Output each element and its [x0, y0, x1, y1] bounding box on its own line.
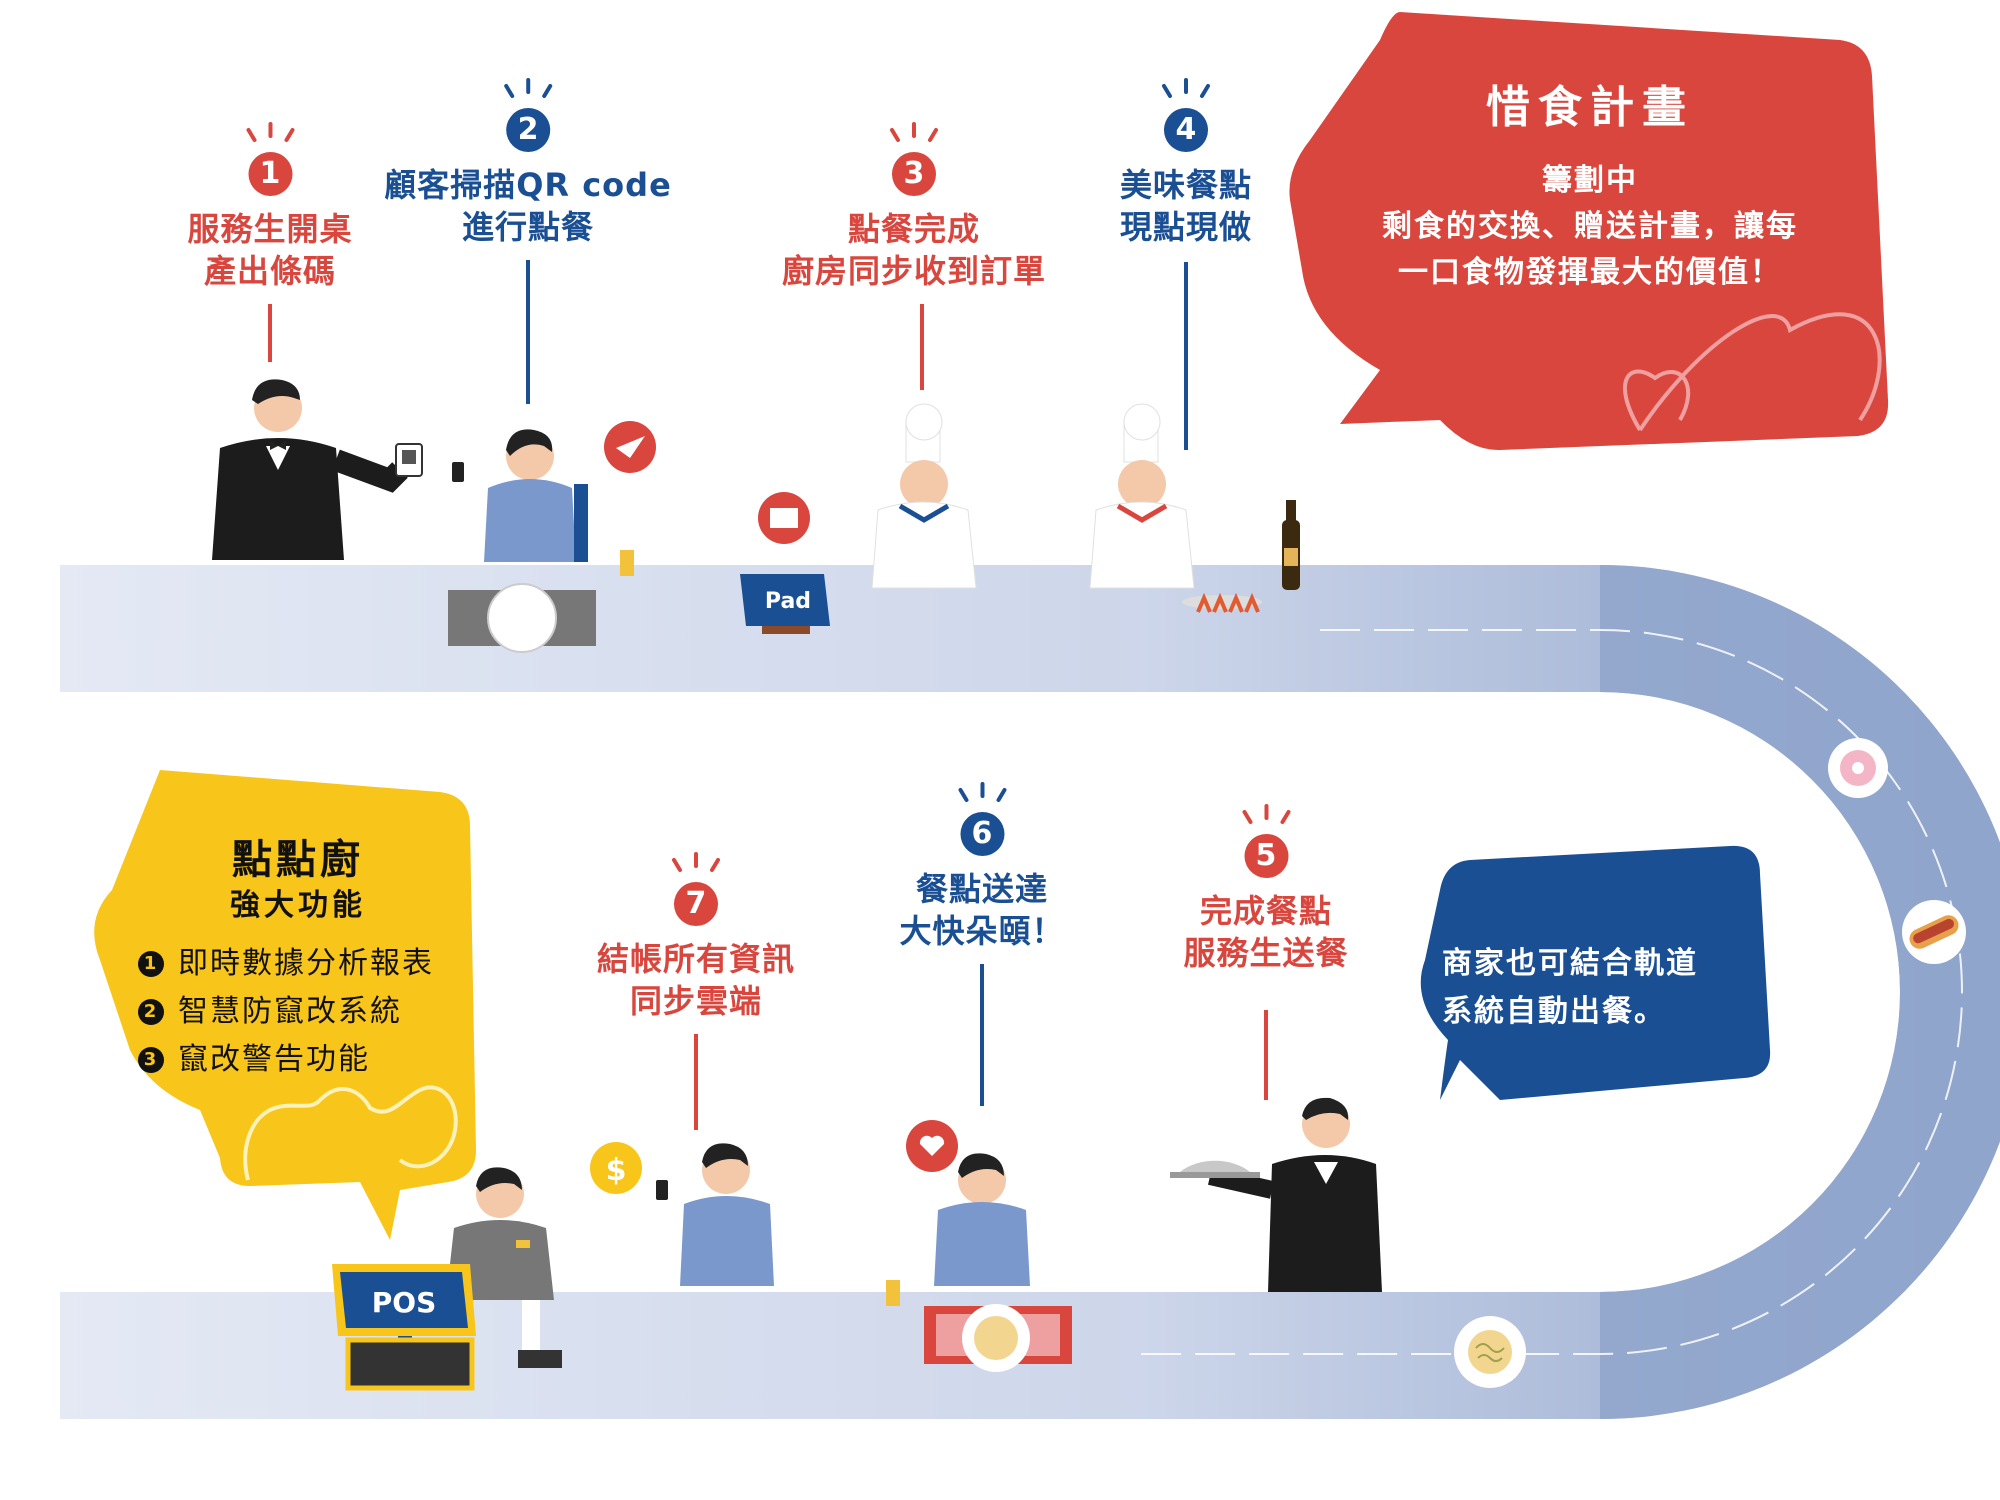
sparkle-icon: [245, 122, 294, 142]
heart-decoration-icon: [1638, 312, 1882, 432]
yellow-bubble-subtitle: 強大功能: [230, 888, 366, 923]
cashier-figure: [446, 1167, 562, 1368]
waiter-figure-1: [212, 379, 423, 560]
step-2: 2 顧客掃描QR code 進行點餐: [384, 78, 672, 248]
red-speech-bubble: [1289, 12, 1889, 451]
blue-bubble-text: 商家也可結合軌道 系統自動出餐。: [1442, 940, 1752, 1036]
step-1-line-2: 產出條碼: [203, 252, 337, 290]
hotdog-plate-icon: [1902, 900, 1966, 964]
step-number-6: 6: [957, 782, 1006, 856]
step-number-7: 7: [671, 852, 720, 926]
step-number-3: 3: [889, 122, 938, 196]
svg-text:$: $: [606, 1153, 627, 1188]
heart-decoration-small-icon: [1622, 369, 1691, 432]
red-bubble-title: 惜食計畫: [1486, 82, 1694, 133]
sparkle-icon: [957, 782, 1006, 802]
pad-device: [740, 574, 830, 626]
customer-figure-7: $: [590, 1142, 774, 1286]
red-bubble-line-2: 剩食的交換、贈送計畫，讓每: [1382, 209, 1798, 244]
track-guide-line: [1140, 629, 1963, 1355]
step-number-4: 4: [1161, 78, 1210, 152]
step-3-line-1: 點餐完成: [847, 210, 981, 248]
map-outline-decoration: [243, 1085, 458, 1181]
step-7: 7 結帳所有資訊 同步雲端: [596, 852, 796, 1022]
step-2-line-2: 進行點餐: [461, 208, 594, 246]
track-curve-shade: [1600, 565, 2000, 1419]
yellow-bubble-title: 點點廚: [232, 837, 364, 883]
blue-speech-bubble: [1420, 845, 1771, 1100]
customer-figure-6: [886, 1120, 1072, 1372]
blue-bubble-line-2: 系統自動出餐。: [1442, 994, 1666, 1029]
donut-plate-icon: [1828, 738, 1888, 798]
red-bubble-line-1: 籌劃中: [1542, 163, 1638, 198]
yellow-speech-bubble: [94, 770, 476, 1240]
step-2-line-1: 顧客掃描QR code: [384, 166, 672, 204]
feature-text-1: 即時數據分析報表: [178, 946, 434, 981]
step-3: 3 點餐完成 廚房同步收到訂單: [781, 122, 1047, 292]
step-number-1: 1: [245, 122, 294, 196]
customer-figure-2: [448, 421, 656, 653]
feature-item-3: 3 竄改警告功能: [138, 1036, 458, 1084]
step-1: 1 服務生開桌 產出條碼: [187, 122, 353, 292]
pasta-plate-icon: [1454, 1316, 1526, 1388]
step-4: 4 美味餐點 現點現做: [1119, 78, 1253, 248]
step-7-line-1: 結帳所有資訊: [596, 940, 796, 978]
step-3-line-2: 廚房同步收到訂單: [781, 252, 1047, 290]
step-number-2: 2: [504, 78, 552, 152]
chef-figure-4: [1089, 403, 1300, 613]
step-1-line-1: 服務生開桌: [187, 210, 353, 248]
step-4-line-1: 美味餐點: [1119, 166, 1253, 204]
step-5: 5 完成餐點 服務生送餐: [1183, 804, 1349, 974]
pos-label: POS: [372, 1286, 437, 1319]
pad-label: Pad: [765, 589, 811, 614]
sparkle-icon: [889, 122, 938, 142]
step-number-5: 5: [1241, 804, 1290, 878]
sparkle-icon: [1161, 78, 1210, 98]
step-6: 6 餐點送達 大快朵頤！: [899, 782, 1065, 952]
step-6-line-2: 大快朵頤！: [899, 912, 1065, 950]
feature-number-3: 3: [138, 1047, 164, 1073]
feature-item-1: 1 即時數據分析報表: [138, 940, 458, 988]
sparkle-icon: [504, 78, 552, 98]
feature-text-2: 智慧防竄改系統: [178, 994, 402, 1029]
step-4-line-2: 現點現做: [1119, 208, 1253, 246]
sparkle-icon: [1241, 804, 1290, 824]
red-bubble-line-3: 一口食物發揮最大的價值！: [1398, 255, 1782, 290]
step-5-line-2: 服務生送餐: [1183, 934, 1349, 972]
feature-text-3: 竄改警告功能: [178, 1042, 370, 1077]
feature-number-2: 2: [138, 999, 164, 1025]
feature-number-1: 1: [138, 951, 164, 977]
blue-bubble-line-1: 商家也可結合軌道: [1442, 946, 1698, 981]
waiter-figure-5: [1170, 1097, 1382, 1292]
feature-item-2: 2 智慧防竄改系統: [138, 988, 458, 1036]
step-5-line-1: 完成餐點: [1199, 892, 1333, 930]
chef-figure-3: Pad: [740, 403, 977, 634]
step-6-line-1: 餐點送達: [915, 870, 1049, 908]
pos-terminal: POS: [332, 1264, 476, 1391]
yellow-bubble-text: 點點廚 強大功能 1 即時數據分析報表 2 智慧防竄改系統 3 竄改警告功能: [138, 834, 458, 1084]
step-7-line-2: 同步雲端: [629, 982, 763, 1020]
sparkle-icon: [671, 852, 720, 872]
red-bubble-text: 惜食計畫 籌劃中 剩食的交換、贈送計畫，讓每 一口食物發揮最大的價值！: [1360, 78, 1820, 296]
